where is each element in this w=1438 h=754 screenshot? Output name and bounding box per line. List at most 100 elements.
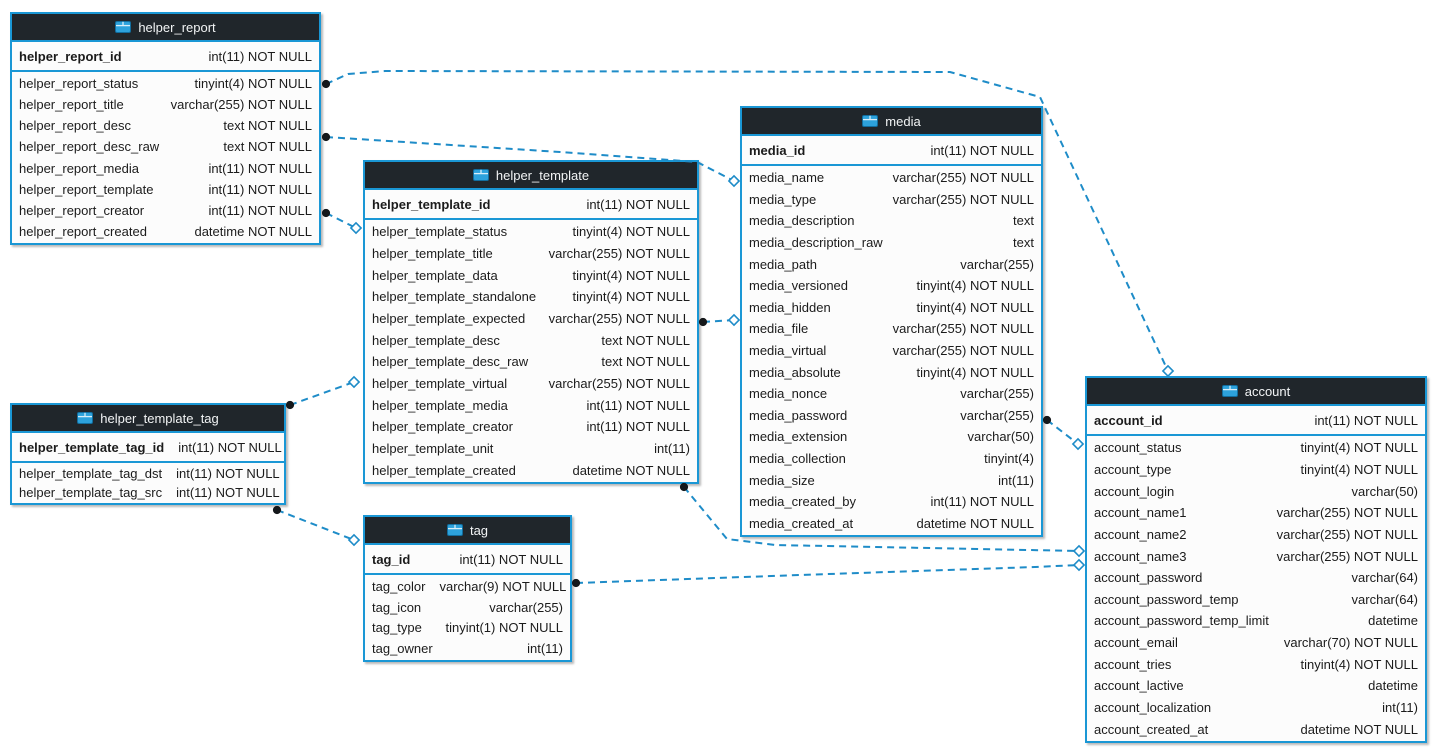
table-header-helper_report[interactable]: helper_report: [12, 14, 319, 42]
column-name: media_path: [749, 256, 817, 272]
column-name: media_type: [749, 191, 817, 207]
column-row-media_extension[interactable]: media_extension varchar(50): [742, 426, 1041, 448]
column-type: int(11) NOT NULL: [459, 551, 563, 567]
table-title: account: [1244, 383, 1291, 399]
table-title: helper_report: [138, 19, 216, 35]
column-type: varchar(255) NOT NULL: [548, 311, 690, 327]
column-type: tinyint(4) NOT NULL: [572, 289, 690, 305]
table-header-helper_template_tag[interactable]: helper_template_tag: [12, 405, 284, 433]
column-type: varchar(255): [960, 386, 1034, 402]
column-name: helper_report_template: [19, 181, 154, 197]
column-name: helper_template_tag_id: [19, 439, 165, 455]
table-header-account[interactable]: account: [1087, 378, 1425, 406]
column-type: datetime: [1368, 678, 1418, 694]
table-icon: [1221, 385, 1238, 397]
column-type: varchar(50): [967, 429, 1034, 445]
column-type: tinyint(4): [984, 451, 1034, 467]
column-type: int(11) NOT NULL: [586, 196, 690, 212]
column-name: helper_template_created: [372, 462, 516, 478]
column-name: media_extension: [749, 429, 848, 445]
column-name: account_tries: [1094, 656, 1172, 672]
column-name: media_size: [749, 472, 815, 488]
column-name: helper_report_creator: [19, 202, 145, 218]
column-name: helper_template_creator: [372, 419, 513, 435]
table-header-tag[interactable]: tag: [365, 517, 570, 545]
table-header-media[interactable]: media: [742, 108, 1041, 136]
column-name: account_name3: [1094, 548, 1187, 564]
table-header-helper_template[interactable]: helper_template: [365, 162, 697, 190]
column-name: account_id: [1094, 412, 1163, 428]
